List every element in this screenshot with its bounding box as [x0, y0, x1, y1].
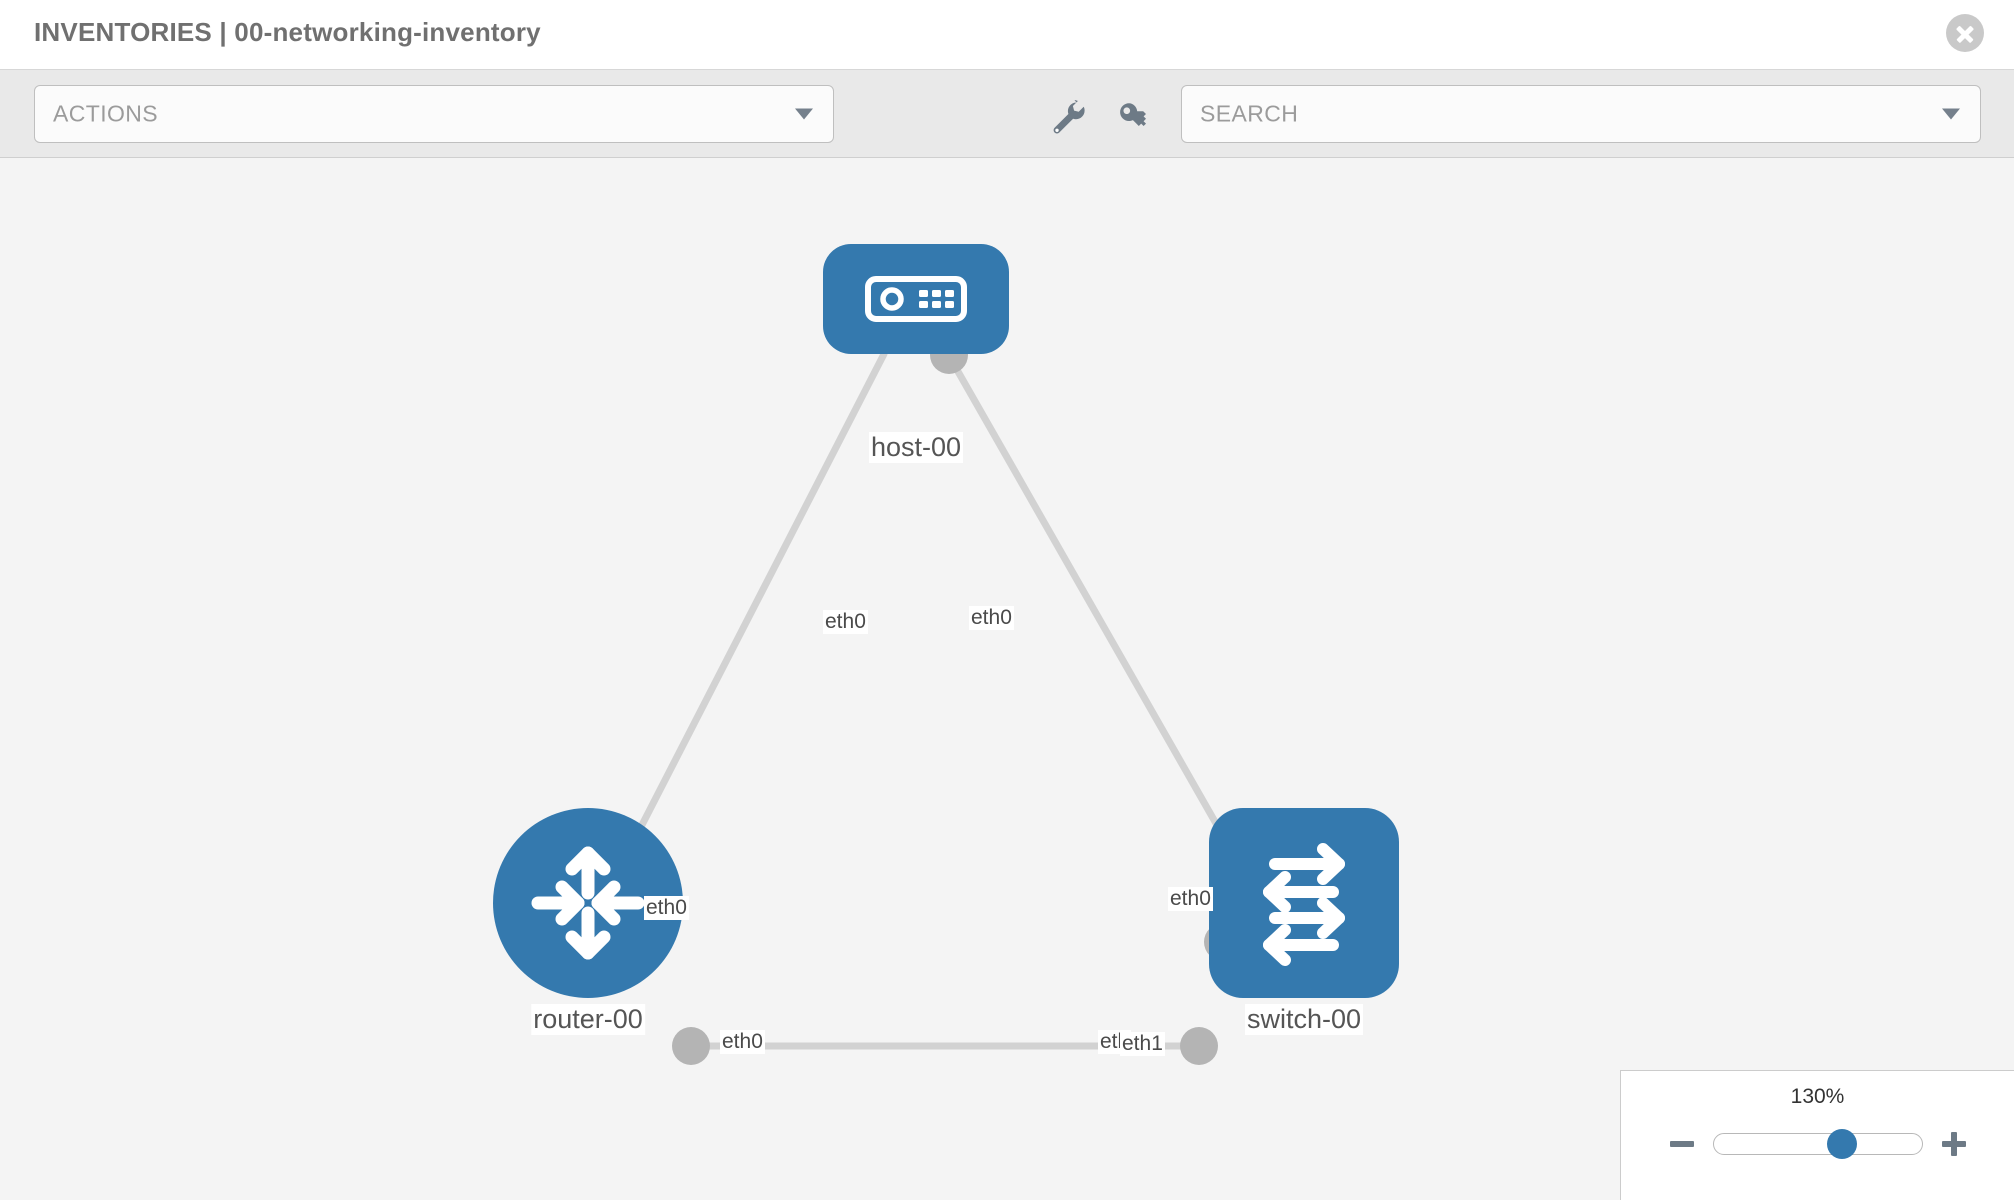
switch-icon	[1263, 843, 1345, 966]
search-placeholder: SEARCH	[1200, 100, 1299, 127]
node-switch-00-shape[interactable]	[1209, 808, 1399, 998]
close-icon[interactable]	[1946, 14, 1984, 52]
zoom-control-panel: 130%	[1620, 1070, 2014, 1200]
node-host-00-label: host-00	[868, 432, 964, 463]
server-icon	[865, 276, 967, 322]
zoom-slider-thumb[interactable]	[1827, 1129, 1858, 1159]
node-switch-00-label: switch-00	[1244, 1004, 1364, 1035]
iface-label: eth0	[1168, 887, 1213, 911]
node-switch-00[interactable]: switch-00	[1209, 808, 1399, 1035]
chevron-down-icon	[795, 108, 813, 120]
node-host-00[interactable]: host-00	[823, 244, 1009, 463]
zoom-in-button[interactable]	[1937, 1127, 1971, 1161]
zoom-level-value: 130%	[1790, 1085, 1845, 1108]
node-host-00-shape[interactable]	[823, 244, 1009, 354]
actions-dropdown[interactable]: ACTIONS	[34, 85, 834, 143]
zoom-out-button[interactable]	[1665, 1127, 1699, 1161]
page-header: INVENTORIES | 00-networking-inventory	[0, 0, 2014, 70]
wrench-icon[interactable]	[1046, 98, 1088, 138]
edge-host00-switch00	[944, 350, 1234, 852]
port-nub-switch00-left	[1180, 1027, 1218, 1065]
iface-label: eth0	[644, 896, 689, 920]
node-router-00-label: router-00	[531, 1004, 645, 1035]
page-title: INVENTORIES | 00-networking-inventory	[34, 17, 541, 47]
chevron-down-icon	[1942, 108, 1960, 120]
edge-host00-router00	[621, 350, 888, 862]
zoom-slider[interactable]	[1712, 1129, 1923, 1159]
iface-label: eth0	[969, 606, 1014, 630]
iface-label: eth0	[720, 1030, 765, 1054]
router-icon	[531, 846, 645, 960]
iface-label: eth1	[1120, 1032, 1165, 1056]
search-input[interactable]: SEARCH	[1181, 85, 1981, 143]
port-nub-router00-right	[672, 1027, 710, 1065]
key-icon[interactable]	[1115, 98, 1157, 138]
topology-canvas[interactable]: host-00	[0, 158, 2014, 1200]
actions-dropdown-label: ACTIONS	[53, 100, 159, 127]
iface-label: eth0	[823, 610, 868, 634]
toolbar: ACTIONS SEARCH	[0, 70, 2014, 158]
